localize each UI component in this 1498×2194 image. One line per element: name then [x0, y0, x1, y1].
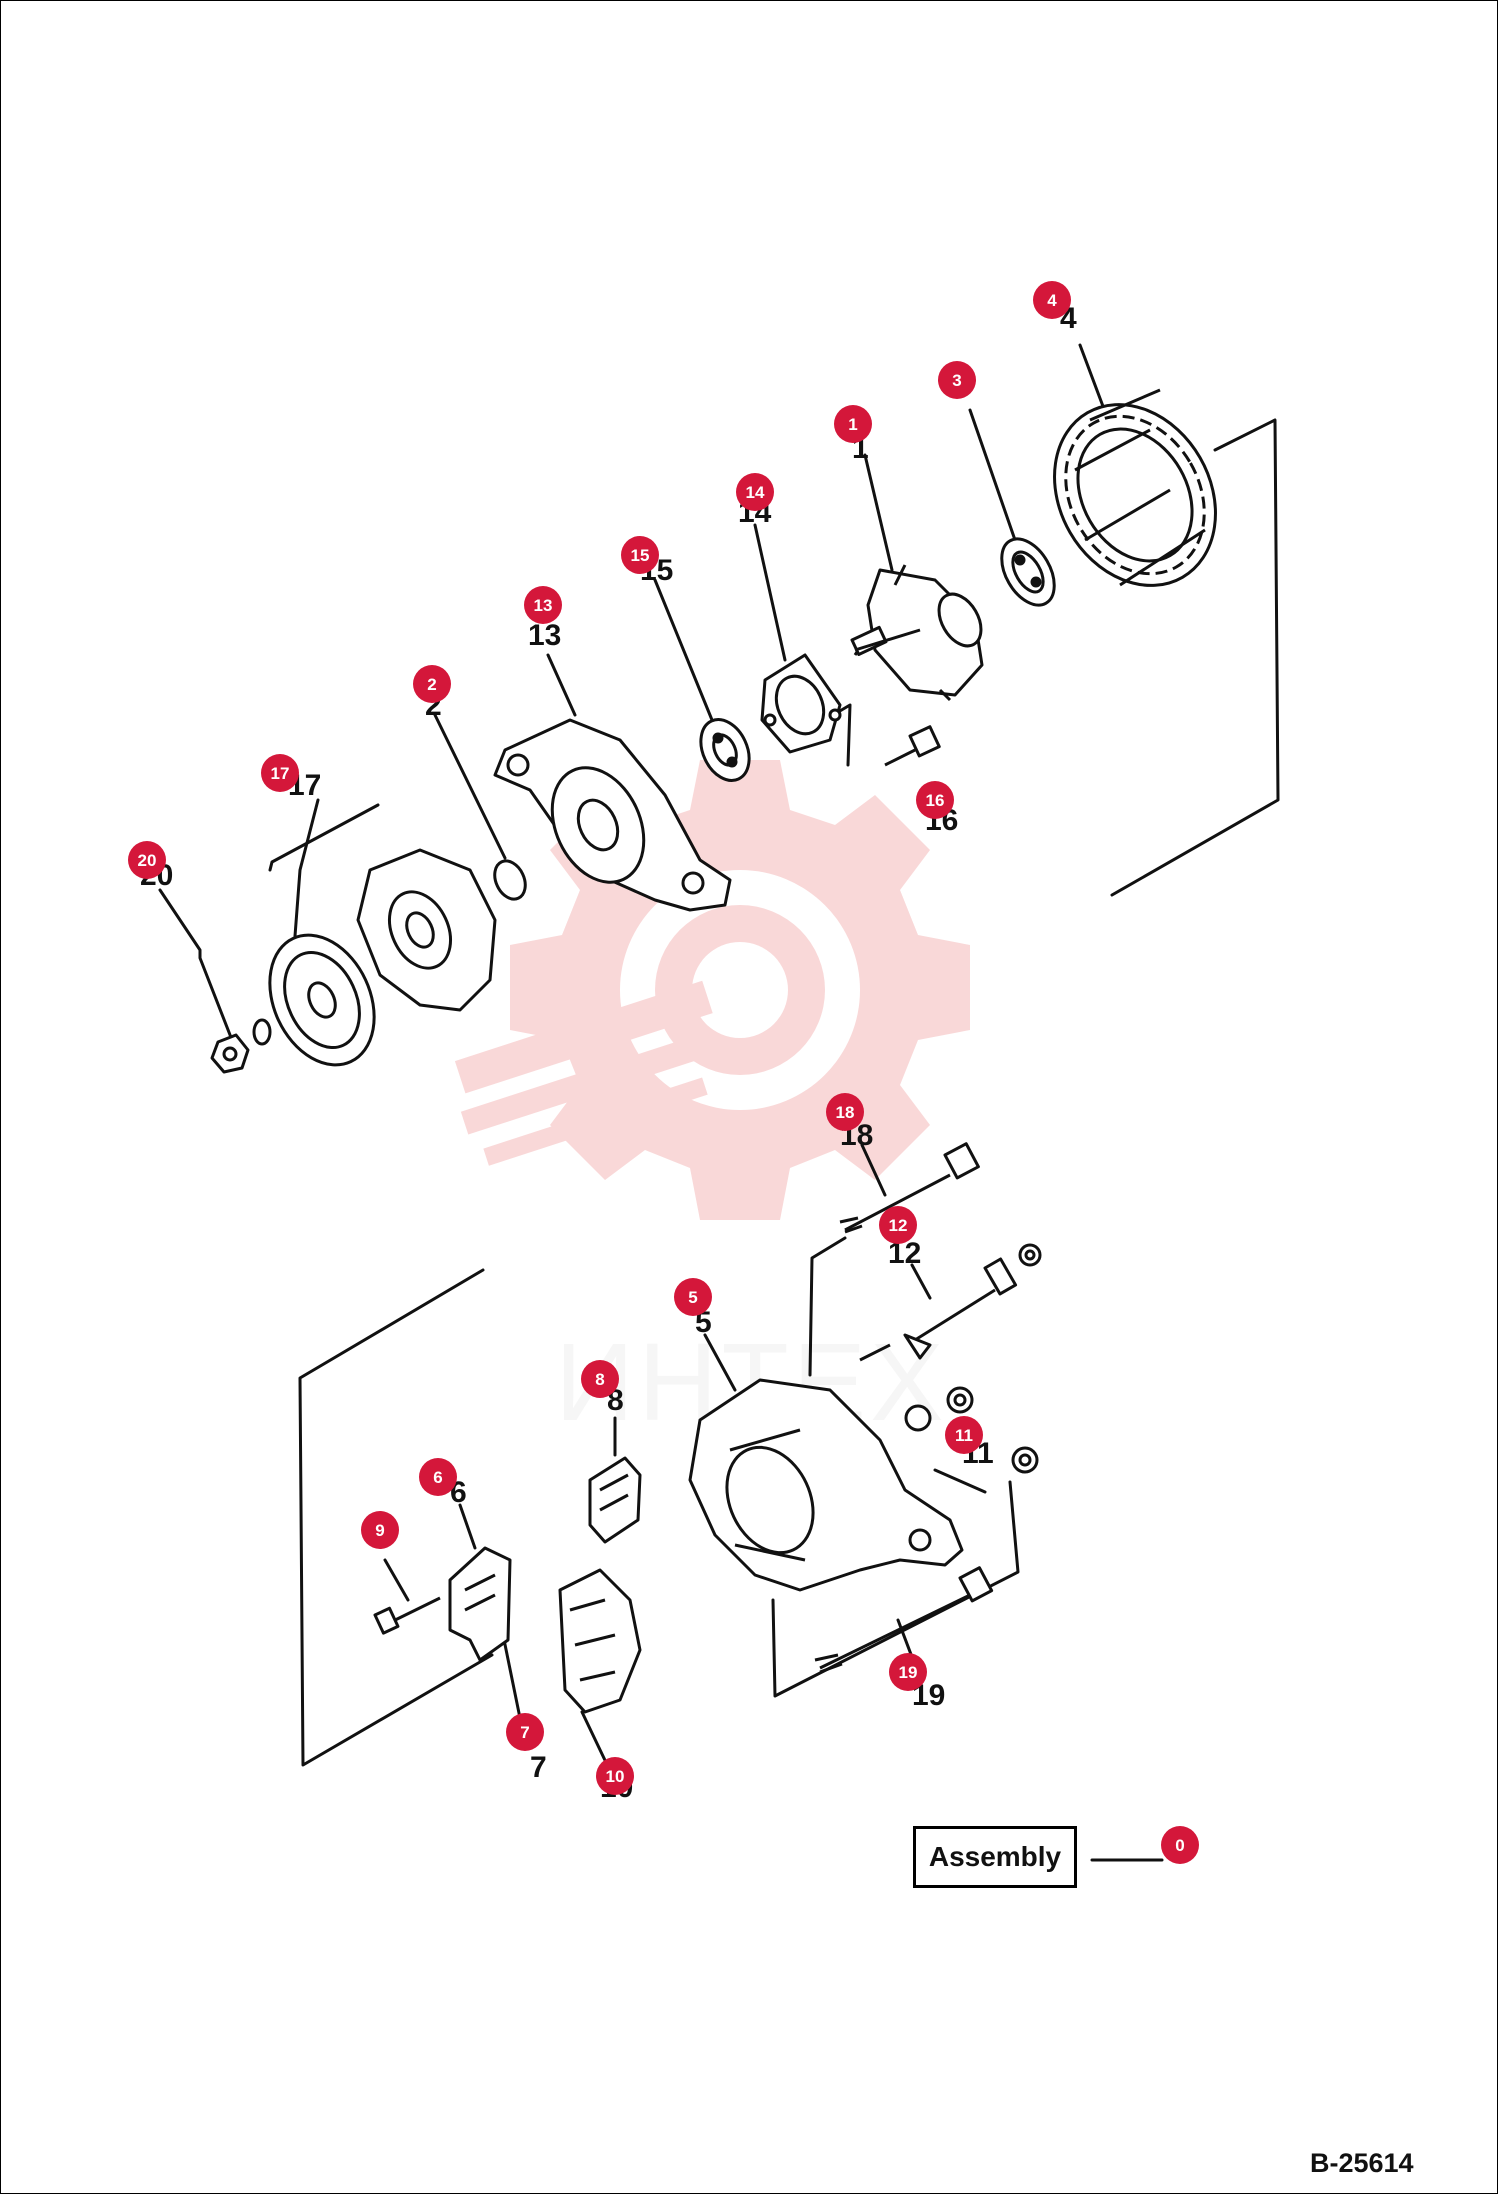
- svg-text:10: 10: [606, 1767, 625, 1786]
- rectifier-part: [558, 1568, 642, 1714]
- callout-markers[interactable]: 4 3 1 14 15 13 2 17 16 20 18 12 5 8 11 6…: [128, 281, 1199, 1864]
- svg-text:7: 7: [520, 1723, 529, 1742]
- svg-text:1: 1: [848, 415, 857, 434]
- brush-holder-part: [448, 1546, 512, 1662]
- svg-text:3: 3: [952, 371, 961, 390]
- svg-text:0: 0: [1175, 1836, 1184, 1855]
- bracket-11: [933, 1468, 987, 1494]
- rear-bearing-part: [1000, 537, 1056, 607]
- svg-text:4: 4: [1047, 291, 1057, 310]
- callout-6[interactable]: 6: [419, 1458, 457, 1496]
- leader-14: [753, 523, 787, 662]
- svg-text:16: 16: [926, 791, 945, 810]
- svg-text:14: 14: [746, 483, 765, 502]
- leader-15: [653, 578, 714, 722]
- callout-14[interactable]: 14: [736, 473, 774, 511]
- svg-text:6: 6: [433, 1468, 442, 1487]
- callout-1[interactable]: 1: [834, 405, 872, 443]
- callout-13[interactable]: 13: [524, 586, 562, 624]
- svg-text:5: 5: [688, 1288, 697, 1307]
- assembly-button[interactable]: Assembly: [913, 1826, 1077, 1888]
- callout-4[interactable]: 4: [1033, 281, 1071, 319]
- svg-text:15: 15: [631, 546, 650, 565]
- callout-2[interactable]: 2: [413, 665, 451, 703]
- front-housing-part: [493, 718, 732, 912]
- spacer-collar-part: [493, 859, 527, 901]
- callout-17[interactable]: 17: [261, 754, 299, 792]
- callout-18[interactable]: 18: [826, 1093, 864, 1131]
- leader-9: [383, 1558, 410, 1602]
- voltage-regulator-part: [588, 1456, 642, 1544]
- svg-text:8: 8: [595, 1370, 604, 1389]
- pulley-part: [268, 933, 376, 1067]
- callout-20[interactable]: 20: [128, 841, 166, 879]
- svg-text:18: 18: [836, 1103, 855, 1122]
- svg-text:13: 13: [534, 596, 553, 615]
- figure-id-label: B-25614: [1310, 2148, 1414, 2178]
- callout-7[interactable]: 7: [506, 1713, 544, 1751]
- rotor-part: [850, 564, 984, 702]
- callout-11[interactable]: 11: [945, 1416, 983, 1454]
- watermark-logo: ИНТЕХ: [454, 760, 970, 1444]
- brush-holder-screw-part: [373, 1596, 441, 1635]
- retainer-screw-part: [884, 725, 941, 767]
- callout-19[interactable]: 19: [889, 1653, 927, 1691]
- svg-text:9: 9: [375, 1521, 384, 1540]
- bracket-lower-left: [298, 1268, 494, 1767]
- callout-5[interactable]: 5: [674, 1278, 712, 1316]
- pulley-nut-part: [210, 1018, 272, 1074]
- front-bearing-part: [699, 718, 751, 782]
- leader-13: [546, 653, 577, 717]
- rear-housing-part: [688, 1378, 964, 1592]
- leader-5: [703, 1333, 737, 1392]
- leader-17: [293, 798, 320, 938]
- svg-text:12: 12: [889, 1216, 908, 1235]
- callout-10[interactable]: 10: [596, 1757, 634, 1795]
- leader-2: [433, 713, 507, 860]
- callout-16[interactable]: 16: [916, 781, 954, 819]
- bracket-lower-right: [771, 1480, 1020, 1698]
- callout-assembly[interactable]: 0: [1161, 1826, 1199, 1864]
- through-bolt-upper-part: [839, 1142, 980, 1234]
- leader-20: [158, 888, 234, 1042]
- leader-12: [910, 1263, 932, 1300]
- bracket-top-17: [268, 803, 380, 872]
- svg-text:17: 17: [271, 764, 290, 783]
- callout-8[interactable]: 8: [581, 1360, 619, 1398]
- part-number-7: 7: [530, 1751, 547, 1784]
- callout-15[interactable]: 15: [621, 536, 659, 574]
- stator-part: [1053, 388, 1217, 587]
- callout-12[interactable]: 12: [879, 1206, 917, 1244]
- svg-text:19: 19: [899, 1663, 918, 1682]
- callout-3[interactable]: 3: [938, 361, 976, 399]
- svg-text:2: 2: [427, 675, 436, 694]
- terminal-nuts-part: [904, 1386, 1039, 1474]
- leader-18: [860, 1143, 887, 1197]
- bracket-18-12: [808, 1236, 847, 1377]
- leader-1: [863, 453, 894, 572]
- svg-text:11: 11: [955, 1426, 973, 1445]
- through-bolt-lower-part: [814, 1566, 994, 1674]
- terminal-bolt-part: [859, 1243, 1042, 1362]
- cooling-fan-part: [356, 848, 497, 1012]
- bearing-retainer-part: [760, 653, 842, 754]
- callout-9[interactable]: 9: [361, 1511, 399, 1549]
- leader-6: [458, 1503, 477, 1550]
- part-number-13: 13: [528, 619, 561, 652]
- svg-text:20: 20: [138, 851, 157, 870]
- leader-3: [968, 408, 1017, 542]
- bracket-upper-right: [1110, 418, 1280, 897]
